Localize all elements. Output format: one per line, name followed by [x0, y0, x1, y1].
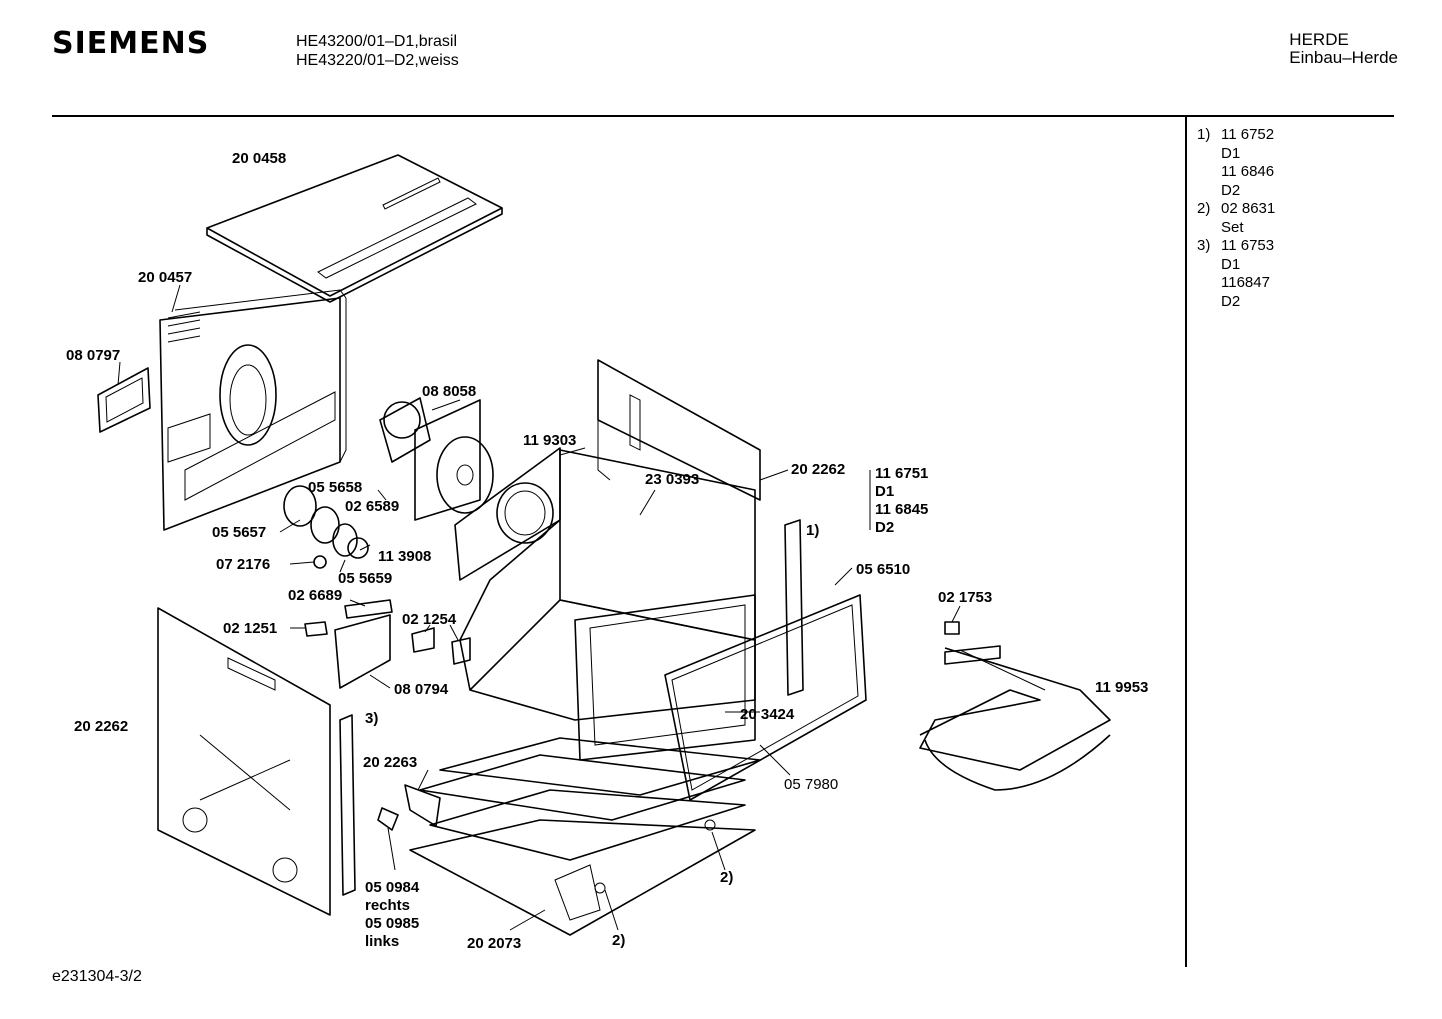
vent-grille — [97, 367, 151, 433]
part-label-20-0458: 20 0458 — [232, 150, 286, 167]
note-1-line: 11 6846 — [1221, 163, 1275, 180]
note-ref-2-bottom: 2) — [612, 932, 625, 949]
part-label-05-0984: 05 0984 — [365, 879, 420, 896]
part-label-20-3424: 20 3424 — [740, 706, 795, 723]
category-line-2: Einbau–Herde — [1289, 48, 1398, 67]
part-label-02-1254: 02 1254 — [402, 611, 457, 628]
leader-lines — [117, 284, 961, 931]
note-3: 3)11 6753 — [1197, 237, 1275, 254]
heating-element — [919, 647, 1111, 791]
connector-clip — [944, 621, 1001, 665]
note-3-line: D1 — [1221, 255, 1241, 273]
back-panel — [159, 289, 347, 531]
part-label-23-0393: 23 0393 — [645, 471, 699, 488]
side-frame-right — [597, 359, 761, 501]
part-label-08-8058: 08 8058 — [422, 383, 476, 400]
part-label-11-9953: 11 9953 — [1095, 679, 1148, 696]
part-label-05-5658: 05 5658 — [308, 479, 362, 496]
part-label-07-2176: 07 2176 — [216, 556, 270, 573]
label-rechts: rechts — [365, 897, 410, 914]
footnotes-panel: 1)11 6752 D1 11 6846 D2 2)02 8631 Set 3)… — [1197, 126, 1275, 311]
part-label-02-1251: 02 1251 — [223, 620, 277, 637]
note-1-line: D2 — [1221, 181, 1241, 199]
category-line-1: HERDE — [1289, 30, 1349, 49]
note-1-line: D1 — [1221, 144, 1241, 162]
part-label-11-6845: 11 6845 — [875, 501, 928, 518]
part-label-02-6589: 02 6589 — [345, 498, 399, 515]
note-3-line: 116847 — [1221, 274, 1270, 291]
variant-label-d1: D1 — [875, 483, 894, 500]
bottom-tray-upper — [439, 737, 761, 796]
part-label-20-2263: 20 2263 — [363, 754, 417, 771]
part-label-20-0457: 20 0457 — [138, 269, 192, 286]
part-label-20-2073: 20 2073 — [467, 935, 521, 952]
note-ref-3: 3) — [365, 710, 378, 727]
part-label-20-2262-left: 20 2262 — [74, 718, 128, 735]
bottom-frame-20-2073 — [409, 819, 756, 936]
side-strip — [339, 714, 356, 896]
document-id: e231304-3/2 — [52, 968, 142, 985]
label-links: links — [365, 933, 399, 950]
part-label-11-9303: 11 9303 — [523, 432, 576, 449]
note-ref-2-right: 2) — [720, 869, 733, 886]
model-line-1: HE43200/01–D1,brasil — [296, 33, 457, 50]
header-divider — [52, 115, 1394, 117]
note-3-line: D2 — [1221, 292, 1241, 310]
part-label-11-3908: 11 3908 — [378, 548, 431, 565]
part-label-05-0985: 05 0985 — [365, 915, 419, 932]
part-label-05-5659: 05 5659 — [338, 570, 392, 587]
part-label-08-0794: 08 0794 — [394, 681, 449, 698]
part-label-05-5657: 05 5657 — [212, 524, 266, 541]
note-2-line: Set — [1221, 218, 1244, 236]
shelf-rail-right — [784, 519, 804, 696]
part-label-05-6510: 05 6510 — [856, 561, 910, 578]
hinge-clip — [377, 784, 441, 831]
side-panel-left — [157, 607, 331, 916]
part-label-20-2262-top: 20 2262 — [791, 461, 845, 478]
model-line-2: HE43220/01–D2,weiss — [296, 52, 459, 69]
model-numbers: HE43200/01–D1,brasil HE43220/01–D2,weiss — [296, 32, 459, 70]
control-components — [283, 485, 471, 689]
door-seal — [664, 594, 867, 801]
note-1: 1)11 6752 — [1197, 126, 1275, 143]
oven-cavity — [459, 449, 756, 761]
part-label-05-7980: 05 7980 — [784, 776, 838, 793]
note-ref-1: 1) — [806, 522, 819, 539]
part-label-08-0797: 08 0797 — [66, 347, 120, 364]
part-label-02-6689: 02 6689 — [288, 587, 342, 604]
category-block: HERDE Einbau–Herde — [1289, 31, 1398, 67]
notes-divider — [1185, 117, 1187, 967]
bottom-tray-middle — [419, 754, 746, 861]
brand-logo: SIEMENS — [52, 26, 210, 61]
part-label-02-1753: 02 1753 — [938, 589, 992, 606]
top-cover-panel — [206, 154, 503, 303]
fan-motor-assembly — [379, 397, 494, 521]
note-2: 2)02 8631 — [1197, 200, 1276, 217]
part-label-11-6751: 11 6751 — [875, 465, 928, 482]
variant-label-d2: D2 — [875, 519, 894, 536]
